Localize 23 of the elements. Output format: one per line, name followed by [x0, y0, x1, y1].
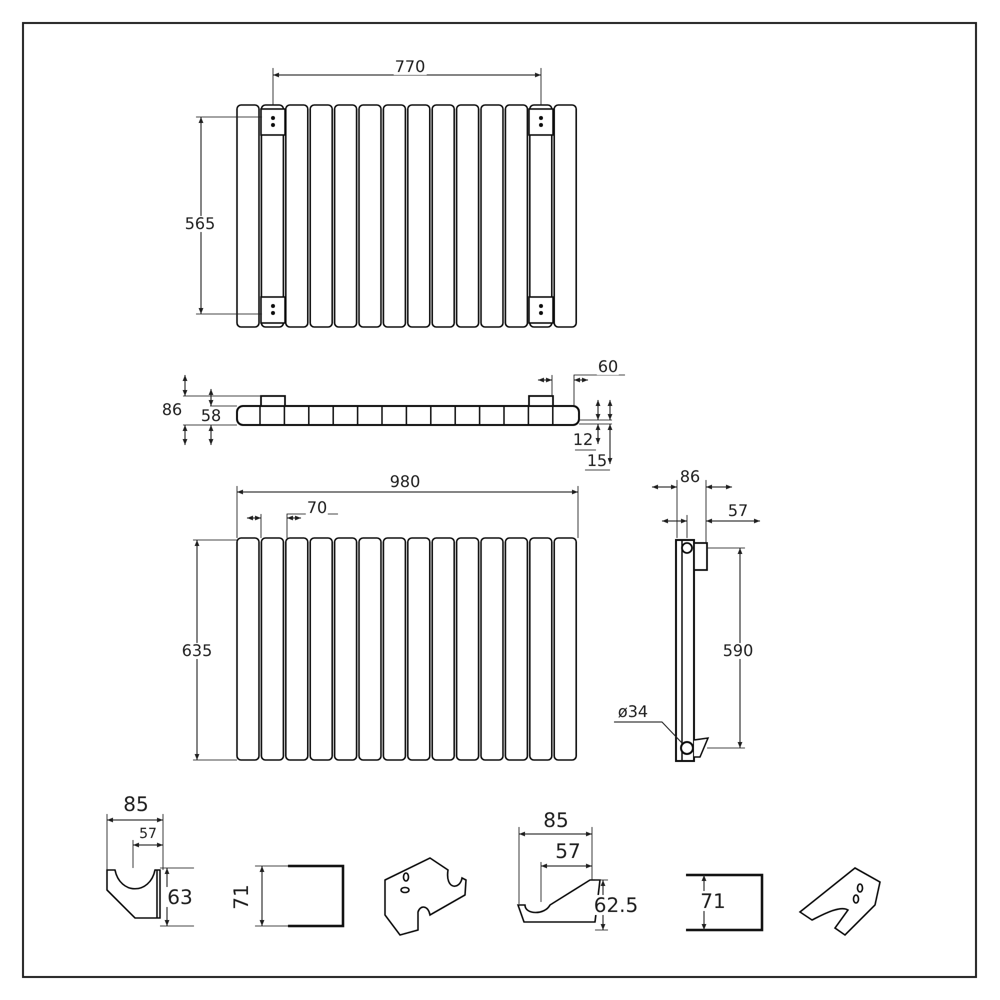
dimension-value: 85 — [122, 794, 150, 814]
dimension-value: 565 — [184, 216, 216, 232]
dimension-value: 86 — [678, 469, 702, 485]
dimension-value: 60 — [596, 359, 620, 375]
diameter-label: ø34 — [618, 704, 648, 720]
leader-line — [614, 722, 682, 744]
dimension-value: 71 — [231, 883, 251, 911]
dimension-value: 71 — [699, 891, 727, 911]
dimension-value: 62.5 — [592, 895, 640, 915]
dimension-value: 770 — [394, 59, 426, 75]
dimension-value: 86 — [160, 402, 184, 418]
dimension-value: 57 — [138, 827, 158, 841]
dimension-value: 58 — [200, 408, 222, 424]
dimension-value: 85 — [542, 810, 570, 830]
dimension-value: 15 — [586, 453, 608, 469]
dimension-value: 57 — [554, 841, 582, 861]
dimension-value: 590 — [722, 643, 754, 659]
dimension-value: 12 — [572, 432, 594, 448]
dimension-value: 635 — [180, 643, 214, 659]
dimension-value: 980 — [388, 474, 422, 490]
dimension-value: 57 — [726, 503, 750, 519]
dimension-value: 63 — [166, 887, 194, 907]
dimension-value: 70 — [306, 500, 328, 516]
